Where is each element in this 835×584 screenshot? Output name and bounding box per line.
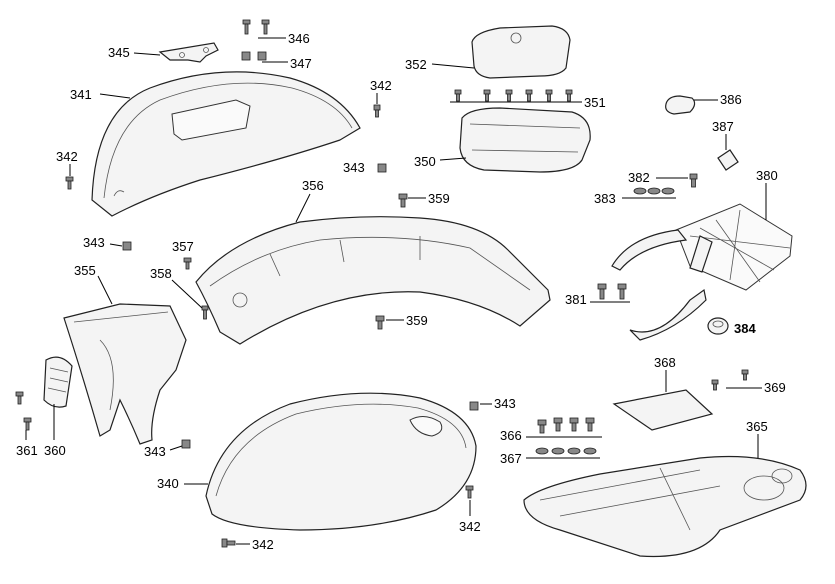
part-369-screws: [711, 369, 749, 391]
label-341: 341: [70, 87, 92, 102]
label-342c: 342: [459, 519, 481, 534]
label-343c: 343: [494, 396, 516, 411]
part-342-screw-c: [465, 485, 474, 499]
label-359b: 359: [406, 313, 428, 328]
leader-343d: [169, 445, 183, 451]
label-386: 386: [720, 92, 742, 107]
part-355-side-panel: [63, 303, 187, 445]
part-346-screws: [242, 19, 270, 35]
leader-343b: [109, 243, 123, 247]
label-369: 369: [764, 380, 786, 395]
part-384-cap: [707, 317, 729, 335]
part-343-nut-a: [377, 163, 387, 173]
label-352: 352: [405, 57, 427, 72]
label-351: 351: [584, 95, 606, 110]
label-387: 387: [712, 119, 734, 134]
label-366: 366: [500, 428, 522, 443]
part-359-screw-b: [375, 315, 385, 330]
part-382-screw: [689, 173, 698, 188]
part-356-frame-cover: [195, 216, 551, 345]
part-357-screw: [183, 257, 192, 270]
label-382: 382: [628, 170, 650, 185]
part-383-washers: [633, 187, 675, 195]
label-368: 368: [654, 355, 676, 370]
part-342-screw-a: [373, 104, 381, 118]
part-343-nut-d: [181, 439, 191, 449]
label-380: 380: [756, 168, 778, 183]
part-342-screw-d: [221, 538, 236, 548]
leader-350: [439, 157, 467, 161]
part-340-lower-cover: [205, 392, 477, 531]
part-350-tray: [459, 107, 591, 173]
label-381: 381: [565, 292, 587, 307]
label-347: 347: [290, 56, 312, 71]
leader-345: [133, 52, 161, 56]
part-360-reflector: [43, 356, 73, 408]
label-360: 360: [44, 443, 66, 458]
part-347-clips: [241, 51, 267, 61]
label-342a: 342: [370, 78, 392, 93]
label-384: 384: [734, 321, 756, 336]
label-342d: 342: [252, 537, 274, 552]
leader-358: [171, 279, 203, 309]
part-352-lid: [471, 25, 571, 79]
part-343-nut-c: [469, 401, 479, 411]
part-341-upper-cover: [91, 71, 361, 217]
part-359-screw-a: [398, 193, 408, 208]
part-380-rear-rack: [611, 203, 793, 341]
part-365-seat-base: [523, 455, 807, 558]
leader-341: [99, 93, 131, 99]
part-361-screws: [15, 391, 32, 431]
part-366-bolts: [537, 417, 595, 434]
leader-356: [295, 193, 311, 223]
label-342b: 342: [56, 149, 78, 164]
leader-355: [97, 275, 113, 305]
part-358-screw: [201, 305, 209, 320]
label-346: 346: [288, 31, 310, 46]
label-365: 365: [746, 419, 768, 434]
label-359a: 359: [428, 191, 450, 206]
label-383: 383: [594, 191, 616, 206]
label-343d: 343: [144, 444, 166, 459]
label-357: 357: [172, 239, 194, 254]
label-340: 340: [157, 476, 179, 491]
label-343b: 343: [83, 235, 105, 250]
label-350: 350: [414, 154, 436, 169]
part-381-bolts: [597, 283, 627, 300]
label-355: 355: [74, 263, 96, 278]
label-345: 345: [108, 45, 130, 60]
part-367-washers: [535, 447, 597, 455]
label-343a: 343: [343, 160, 365, 175]
label-367: 367: [500, 451, 522, 466]
part-386-clip: [665, 95, 696, 115]
part-342-screw-b: [65, 176, 74, 190]
leader-352: [431, 63, 475, 69]
label-361: 361: [16, 443, 38, 458]
label-356: 356: [302, 178, 324, 193]
part-351-screws-row: [454, 89, 573, 102]
part-343-nut-b: [122, 241, 132, 251]
part-387-bushing: [717, 149, 739, 171]
part-368-cover-plate: [612, 389, 714, 431]
part-345-bracket: [158, 42, 219, 63]
label-358: 358: [150, 266, 172, 281]
